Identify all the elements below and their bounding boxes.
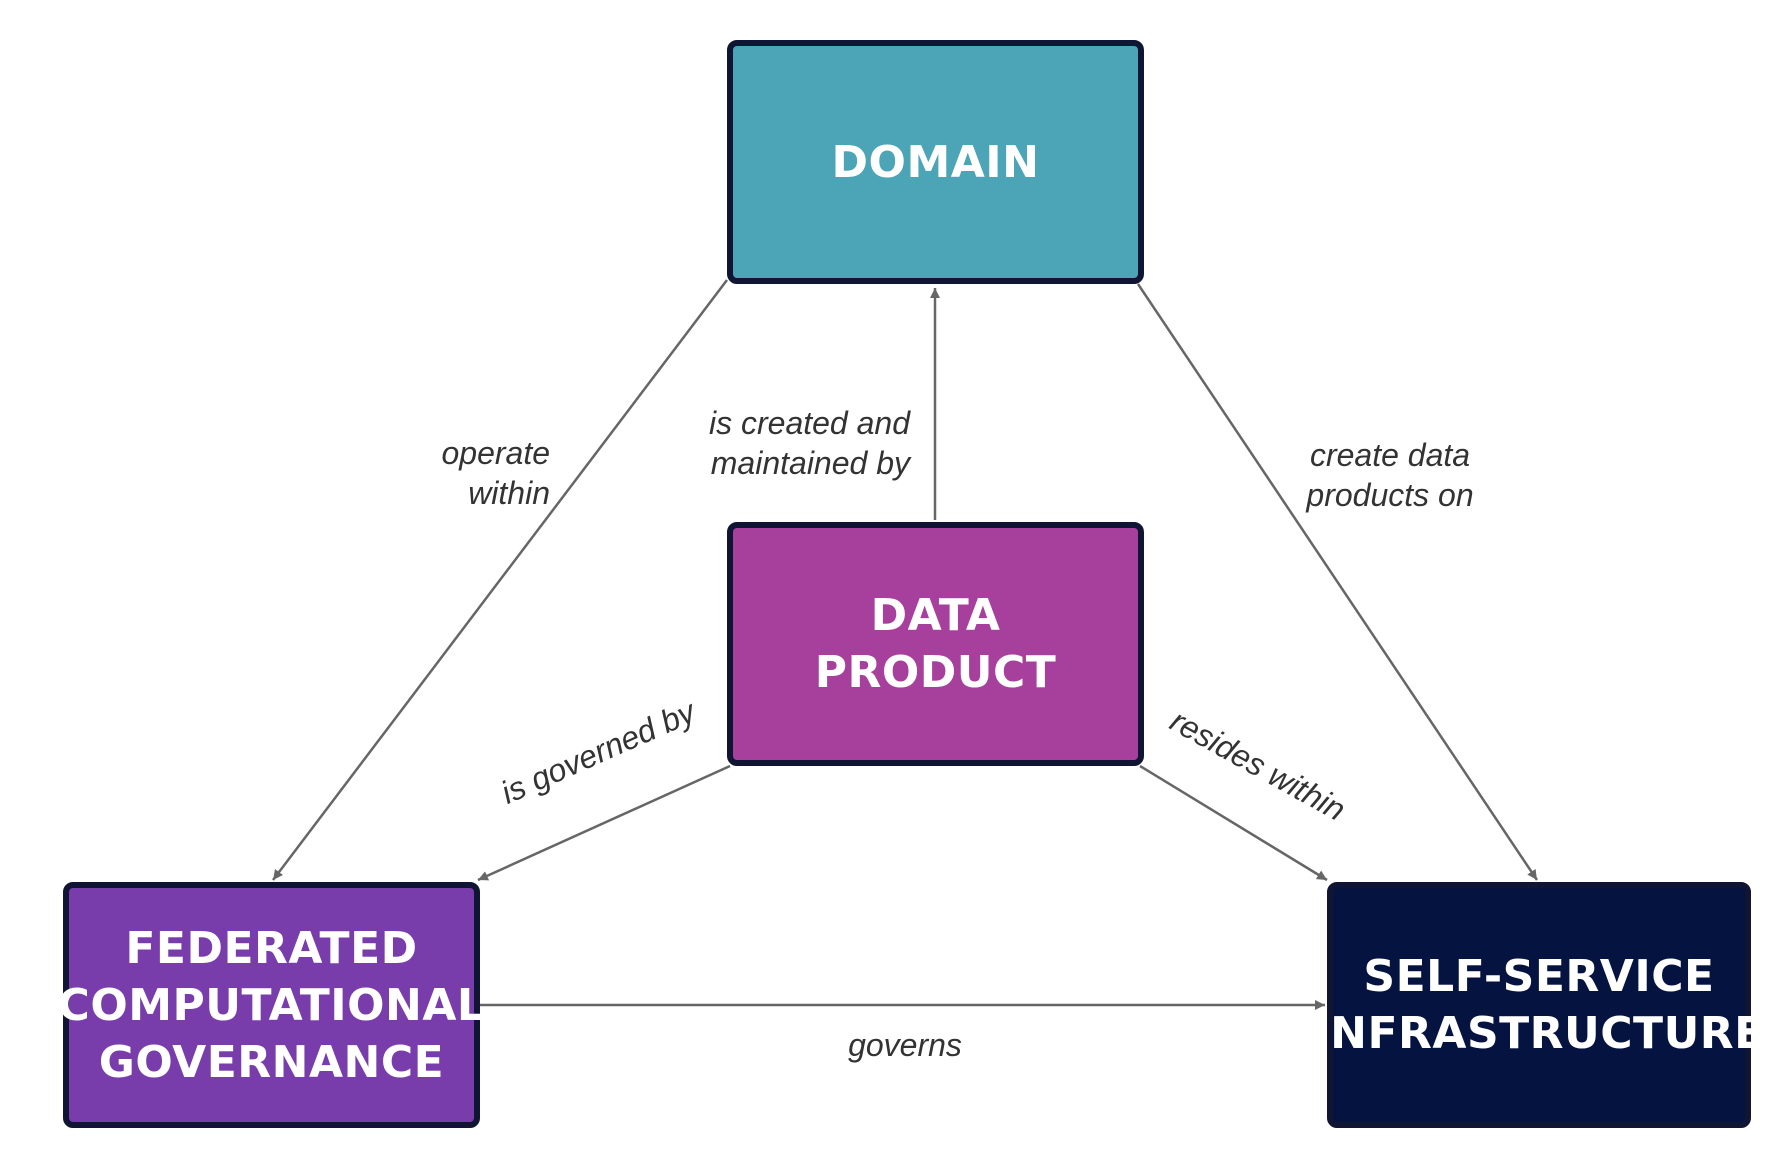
arrow-data-product-to-infrastructure — [1139, 764, 1328, 882]
governance-node-label: FEDERATED COMPUTATIONAL GOVERNANCE — [57, 922, 486, 1088]
arrow-domain-to-infrastructure — [1136, 283, 1539, 881]
edge-label-governs: governs — [848, 1027, 962, 1063]
governance-node: FEDERATED COMPUTATIONAL GOVERNANCE — [58, 882, 485, 1128]
infrastructure-node: SELF-SERVICE INFRASTRUCTURE — [1313, 882, 1764, 1128]
edge-label-operate-within: operate within — [441, 435, 550, 511]
domain-node: DOMAIN — [727, 40, 1144, 284]
edge-label-create-data-products: create data products on — [1306, 437, 1474, 513]
arrow-domain-to-governance — [272, 279, 728, 881]
edge-label-created-maintained: is created and maintained by — [708, 405, 910, 481]
infrastructure-node-label: SELF-SERVICE INFRASTRUCTURE — [1313, 951, 1765, 1059]
arrow-data-product-to-governance — [477, 764, 731, 882]
data-product-node-label: DATA PRODUCT — [814, 590, 1057, 698]
domain-node-label: DOMAIN — [831, 136, 1040, 188]
data-product-node: DATA PRODUCT — [727, 522, 1144, 766]
